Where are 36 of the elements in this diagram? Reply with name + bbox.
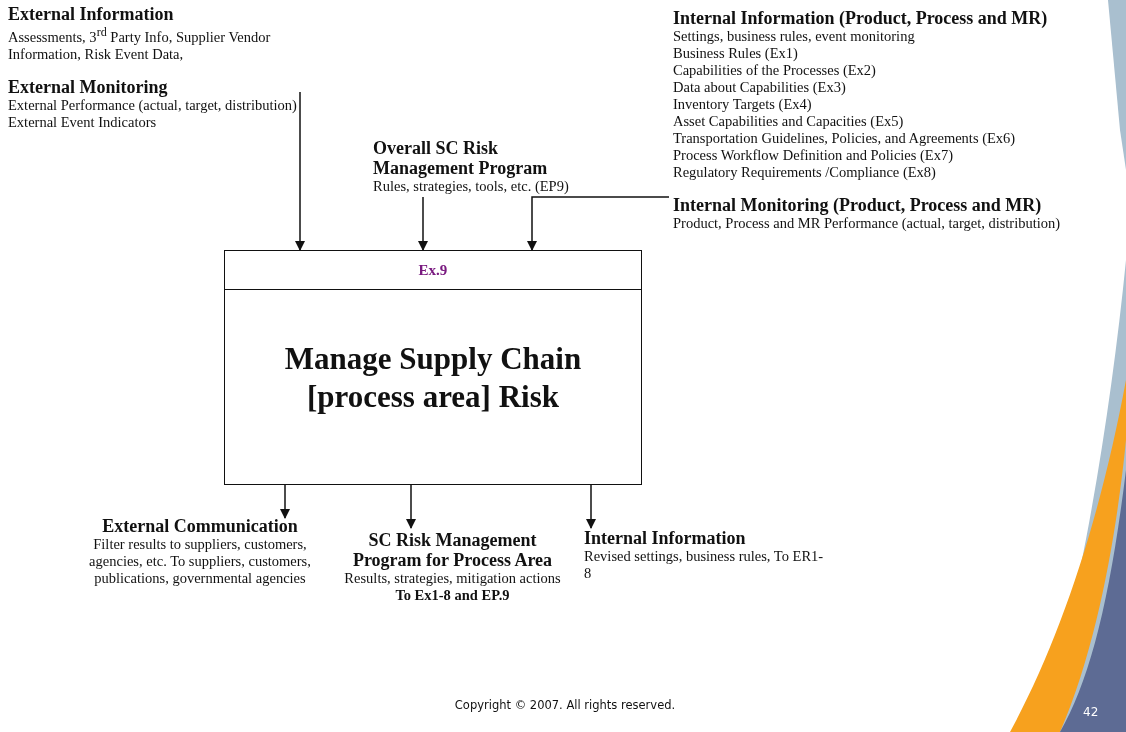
heading-text: SC Risk Management Program for Process Area — [351, 530, 554, 570]
heading-text: Internal Monitoring (Product, Process and MR) — [673, 195, 1043, 215]
process-title: Manage Supply Chain [process area] Risk — [283, 340, 583, 416]
page-number: 42 — [1083, 705, 1099, 719]
arrow — [418, 196, 428, 251]
arrow — [586, 484, 596, 529]
body-text: Asset Capabilities and Capacities (Ex5) — [673, 113, 905, 130]
body-text: Rules, strategies, tools, etc. (EP9) — [373, 178, 570, 195]
body-text: External Performance (actual, target, distribution) External Event Indicators — [8, 96, 298, 131]
body-text: Regulatory Requirements /Compliance (Ex8) — [673, 164, 937, 181]
body-text: Results, strategies, mitigation actions — [343, 570, 562, 587]
heading-text: External Monitoring — [8, 76, 169, 97]
body-text: Process Workflow Definition and Policies (Ex7) — [673, 147, 955, 164]
process-id: Ex.9 — [225, 251, 641, 290]
body-text: Transportation Guidelines, Policies, and Agreements (Ex6) — [673, 130, 1017, 147]
heading-text: Overall SC Risk Management Program — [373, 138, 549, 178]
heading-text: Internal Information — [584, 528, 747, 548]
heading-text: External Information — [8, 4, 175, 24]
heading-text: Internal Information (Product, Process and MR) — [673, 8, 1049, 28]
body-text: Filter results to suppliers, customers, agencies, etc. To suppliers, customers, publications, governmental agencies — [88, 536, 312, 587]
heading-text: External Communication — [101, 516, 299, 536]
arrow — [280, 484, 290, 519]
body-text: Assessments, 3$^{rd}$ Party Info, Supplier Vendor Information, Risk Event Data, — [8, 24, 272, 63]
body-text: Product, Process and MR Performance (actual, target, distribution) — [673, 215, 1062, 232]
process-box — [224, 250, 642, 485]
arrow — [527, 196, 670, 251]
body-text: To Ex1-8 and EP.9 — [394, 587, 511, 604]
body-text: Revised settings, business rules, To ER1-8 — [584, 548, 824, 582]
body-text: Inventory Targets (Ex4) — [673, 96, 813, 113]
body-text: Business Rules (Ex1) — [673, 45, 799, 62]
copyright-notice: Copyright © 2007. All rights reserved. — [453, 698, 677, 713]
body-text: Capabilities of the Processes (Ex2) — [673, 62, 877, 79]
body-text: Settings, business rules, event monitoring — [673, 28, 916, 45]
body-text: Data about Capabilities (Ex3) — [673, 79, 847, 96]
arrow — [406, 484, 416, 529]
arrow — [295, 91, 305, 251]
